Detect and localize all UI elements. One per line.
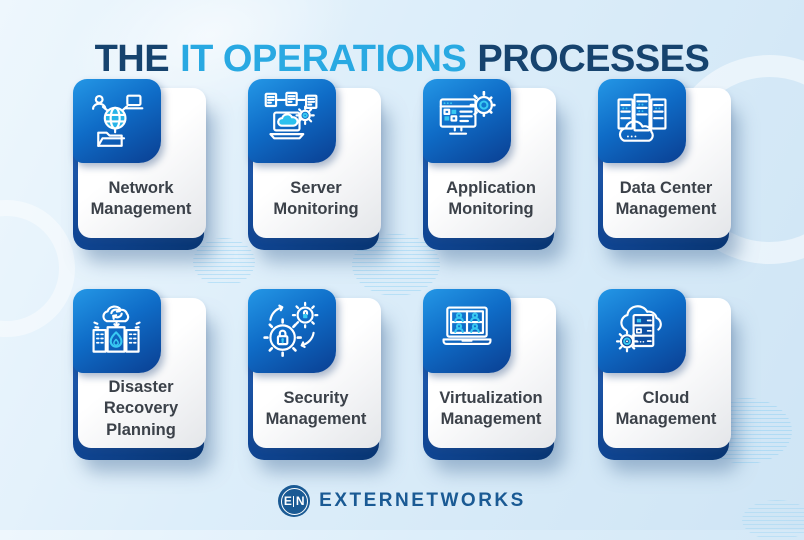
card-data-center-management: Data Center Management bbox=[598, 79, 731, 250]
card-cloud-management: Cloud Management bbox=[598, 289, 731, 460]
title-prefix: THE bbox=[94, 38, 170, 81]
card-server-monitoring: Server Monitoring bbox=[248, 79, 381, 250]
logo-name: EXTERNETWORKS bbox=[319, 490, 526, 511]
card-label: Disaster Recovery Planning bbox=[103, 377, 179, 439]
card-disaster-recovery-planning: Disaster Recovery Planning bbox=[73, 289, 206, 460]
card-icon-tile bbox=[598, 289, 686, 373]
card-label: Virtualization Management bbox=[439, 388, 543, 428]
logo-badge-n: N bbox=[295, 494, 305, 508]
card-icon-tile bbox=[73, 289, 161, 373]
decor-ring-left bbox=[0, 200, 75, 337]
data-center-management-icon bbox=[617, 93, 667, 142]
card-icon-tile bbox=[73, 79, 161, 163]
logo-badge-icon: E N bbox=[278, 485, 311, 517]
virtualization-management-icon bbox=[442, 306, 492, 346]
card-label: Data Center Management bbox=[615, 178, 717, 218]
logo-badge-letters: E N bbox=[284, 494, 305, 508]
card-application-monitoring: Application Monitoring bbox=[423, 79, 556, 250]
network-management-icon bbox=[92, 94, 144, 147]
server-monitoring-icon bbox=[264, 91, 318, 140]
card-icon-tile bbox=[423, 79, 511, 163]
title-highlight: IT OPERATIONS bbox=[180, 38, 467, 81]
card-icon-tile bbox=[423, 289, 511, 373]
cloud-management-icon bbox=[615, 305, 662, 353]
process-card-grid: Network Management bbox=[73, 79, 731, 460]
card-icon-tile bbox=[248, 79, 336, 163]
card-label: Security Management bbox=[265, 388, 367, 428]
card-label: Cloud Management bbox=[615, 388, 717, 428]
card-icon-tile bbox=[248, 289, 336, 373]
logo-badge-divider bbox=[293, 495, 295, 507]
security-management-icon bbox=[263, 301, 319, 357]
logo-badge-e: E bbox=[283, 494, 292, 508]
card-label: Application Monitoring bbox=[446, 178, 536, 218]
externetworks-logo: E N EXTERNETWORKS bbox=[0, 485, 804, 517]
disaster-recovery-planning-icon bbox=[92, 305, 141, 353]
decor-hatch-circle bbox=[193, 238, 255, 286]
card-label: Network Management bbox=[90, 178, 192, 218]
card-virtualization-management: Virtualization Management bbox=[423, 289, 556, 460]
card-icon-tile bbox=[598, 79, 686, 163]
application-monitoring-icon bbox=[439, 91, 496, 135]
card-label: Server Monitoring bbox=[273, 178, 359, 218]
card-security-management: Security Management bbox=[248, 289, 381, 460]
title-suffix: PROCESSES bbox=[477, 38, 710, 81]
card-network-management: Network Management bbox=[73, 79, 206, 250]
